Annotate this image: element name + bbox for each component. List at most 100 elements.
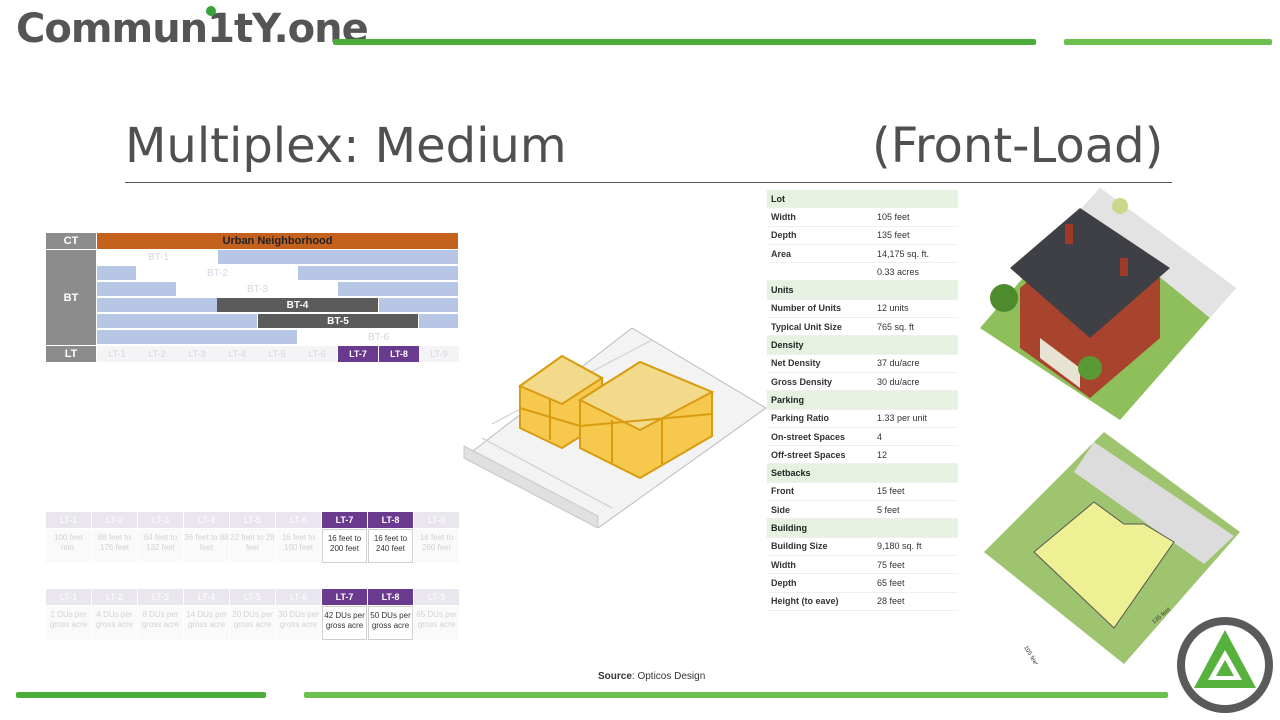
lt-6-cell: LT-6 xyxy=(297,346,337,362)
spec-value: 12 units xyxy=(877,303,909,314)
lt-4-cell: LT-4 xyxy=(217,346,257,362)
ct-value: Urban Neighborhood xyxy=(97,233,458,249)
spec-key: Depth xyxy=(771,230,797,241)
bt-1-label: BT-1 xyxy=(148,252,170,263)
lw-head-7: LT-7 xyxy=(322,512,367,528)
lt-9-cell: LT-9 xyxy=(419,346,459,362)
dg-head-2: LT-2 xyxy=(92,589,137,605)
bt-3-label: BT-3 xyxy=(247,284,269,295)
bt-6-bar xyxy=(97,330,297,344)
spec-value: 28 feet xyxy=(877,596,905,607)
lw-head-6: LT-6 xyxy=(276,512,321,528)
lt-8-cell: LT-8 xyxy=(379,346,419,362)
dg-head-5: LT-5 xyxy=(230,589,275,605)
spec-key: Front xyxy=(771,486,794,497)
logo-dot xyxy=(206,6,216,16)
page-title: Multiplex: Medium xyxy=(125,118,567,174)
spec-value: 12 xyxy=(877,449,888,460)
spec-value: 65 feet xyxy=(877,577,905,588)
spec-value: 15 feet xyxy=(877,486,905,497)
building-rendering xyxy=(980,188,1236,420)
lw-head-3: LT-3 xyxy=(138,512,183,528)
bt-5-bar-a xyxy=(97,314,257,328)
logo-text-c: tY.one xyxy=(234,6,369,52)
spec-value: 105 feet xyxy=(877,211,910,222)
dg-head-8: LT-8 xyxy=(368,589,413,605)
spec-key: Building Size xyxy=(771,541,828,552)
lt-3-cell: LT-3 xyxy=(177,346,217,362)
dg-head-6: LT-6 xyxy=(276,589,321,605)
bt-label: BT xyxy=(46,250,96,345)
spec-value: 14,175 sq. ft. xyxy=(877,248,930,259)
lw-head-9: LT-9 xyxy=(414,512,459,528)
lw-head-5: LT-5 xyxy=(230,512,275,528)
lt-label: LT xyxy=(46,346,96,362)
site-plan: 105 feet 135 feet xyxy=(984,432,1240,664)
spec-value: 30 du/acre xyxy=(877,376,920,387)
header-rule-left xyxy=(333,39,1036,45)
spec-key: Area xyxy=(771,248,792,259)
lt-5-cell: LT-5 xyxy=(257,346,297,362)
lw-head-2: LT-2 xyxy=(92,512,137,528)
bt-2-bar-a xyxy=(97,266,136,280)
spec-value: 37 du/acre xyxy=(877,358,920,369)
spec-value: 9,180 sq. ft xyxy=(877,541,922,552)
bt-5-bar: BT-5 xyxy=(258,314,418,328)
page-subtitle: (Front-Load) xyxy=(872,118,1164,174)
header-rule-right xyxy=(1064,39,1272,45)
bt-3-bar-a xyxy=(97,282,176,296)
lw-cell-2: 88 feet to 176 feet xyxy=(92,529,137,563)
lw-cell-5: 22 feet to 28 feet xyxy=(230,529,275,563)
dg-cell-5: 20 DUs per gross acre xyxy=(230,606,275,640)
lw-head-8: LT-8 xyxy=(368,512,413,528)
lt-1-cell: LT-1 xyxy=(97,346,137,362)
ct-label: CT xyxy=(46,233,96,249)
spec-key: Off-street Spaces xyxy=(771,449,846,460)
lw-cell-4: 36 feet to 88 feet xyxy=(184,529,229,563)
title-divider xyxy=(125,182,1172,183)
footer-rule-left xyxy=(16,692,266,698)
spec-value: 1.33 per unit xyxy=(877,413,928,424)
spec-value: 5 feet xyxy=(877,504,900,515)
spec-value: 0.33 acres xyxy=(877,266,920,277)
massing-diagram xyxy=(463,328,767,528)
dg-cell-8: 50 DUs per gross acre xyxy=(368,606,413,640)
footer-rule-right xyxy=(304,692,1168,698)
spec-value: 765 sq. ft xyxy=(877,321,915,332)
dg-head-3: LT-3 xyxy=(138,589,183,605)
spec-key: Width xyxy=(771,559,796,570)
lw-head-4: LT-4 xyxy=(184,512,229,528)
lw-cell-9: 16 feet to 260 feet xyxy=(414,529,459,563)
dg-head-9: LT-9 xyxy=(414,589,459,605)
dg-head-4: LT-4 xyxy=(184,589,229,605)
section-lot: Lot xyxy=(767,190,958,209)
bt-3-bar-b xyxy=(338,282,458,296)
lw-cell-1: 100 feet min. xyxy=(46,529,91,563)
lt-2-cell: LT-2 xyxy=(137,346,177,362)
bt-2-label: BT-2 xyxy=(207,268,229,279)
spec-key: On-street Spaces xyxy=(771,431,846,442)
lw-head-1: LT-1 xyxy=(46,512,91,528)
section-density: Density xyxy=(767,336,958,355)
source-label: Source xyxy=(598,671,632,682)
spec-value: 75 feet xyxy=(877,559,905,570)
community-one-logo: Commun1tY.one xyxy=(16,6,369,52)
dg-cell-3: 8 DUs per gross acre xyxy=(138,606,183,640)
dg-head-1: LT-1 xyxy=(46,589,91,605)
spec-key: Parking Ratio xyxy=(771,413,830,424)
dg-head-7: LT-7 xyxy=(322,589,367,605)
spec-value: 4 xyxy=(877,431,883,442)
dg-cell-9: 65 DUs per gross acre xyxy=(414,606,459,640)
spec-key: Side xyxy=(771,504,791,515)
spec-key: Typical Unit Size xyxy=(771,321,842,332)
source-value: : Opticos Design xyxy=(631,671,706,682)
bt-2-bar-b xyxy=(298,266,458,280)
section-setbacks: Setbacks xyxy=(767,464,958,483)
section-parking: Parking xyxy=(767,391,958,410)
spec-key: Number of Units xyxy=(771,303,842,314)
dg-cell-2: 4 DUs per gross acre xyxy=(92,606,137,640)
source-credit: Source: Opticos Design xyxy=(598,671,705,682)
dg-cell-6: 30 DUs per gross acre xyxy=(276,606,321,640)
lw-cell-8: 16 feet to 240 feet xyxy=(368,529,413,563)
